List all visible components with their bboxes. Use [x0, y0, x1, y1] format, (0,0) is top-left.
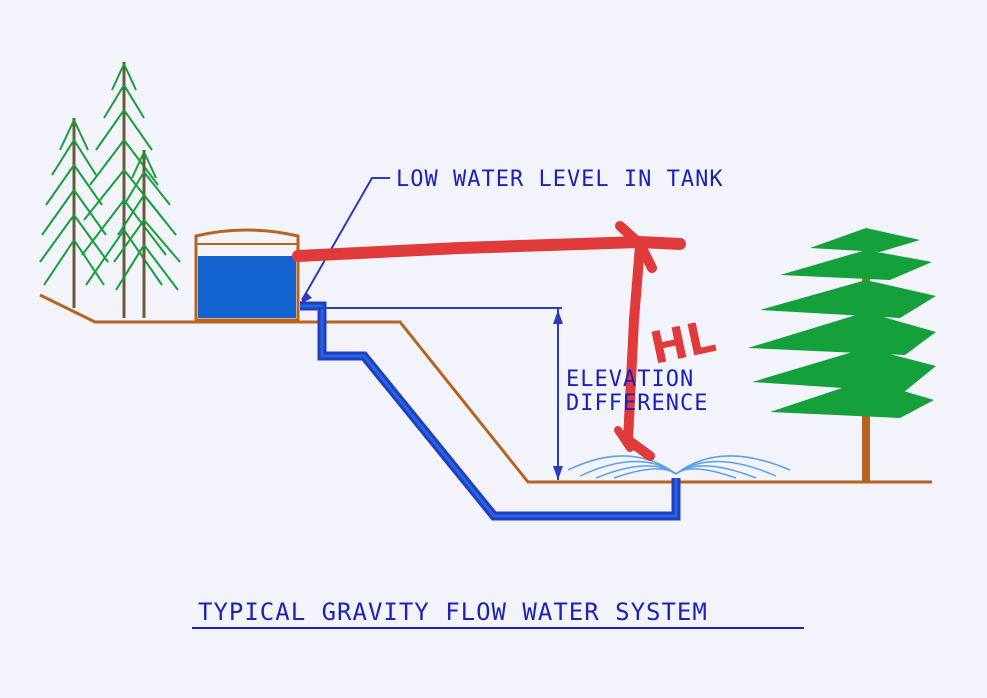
tree-right — [748, 228, 936, 482]
tree-left-2 — [81, 62, 167, 318]
tank-water — [198, 256, 296, 318]
water-tank — [194, 228, 300, 322]
hl-label: HL — [646, 311, 720, 374]
head-loss-annotation — [292, 221, 686, 461]
left-trees — [39, 62, 181, 318]
arrow-up-icon — [553, 310, 563, 324]
tree-left-1 — [39, 118, 109, 308]
tree-left-3 — [113, 150, 181, 318]
tank-level-label: LOW WATER LEVEL IN TANK — [396, 167, 724, 192]
sprinkler-spray — [567, 455, 791, 479]
tank-label-leader — [301, 177, 390, 301]
elevation-label-line1: ELEVATION — [566, 367, 694, 392]
ground-profile — [39, 293, 932, 484]
arrow-down-icon — [553, 466, 563, 480]
elevation-label-line2: DIFFERENCE — [566, 391, 708, 416]
diagram-caption: TYPICAL GRAVITY FLOW WATER SYSTEM — [198, 598, 708, 626]
